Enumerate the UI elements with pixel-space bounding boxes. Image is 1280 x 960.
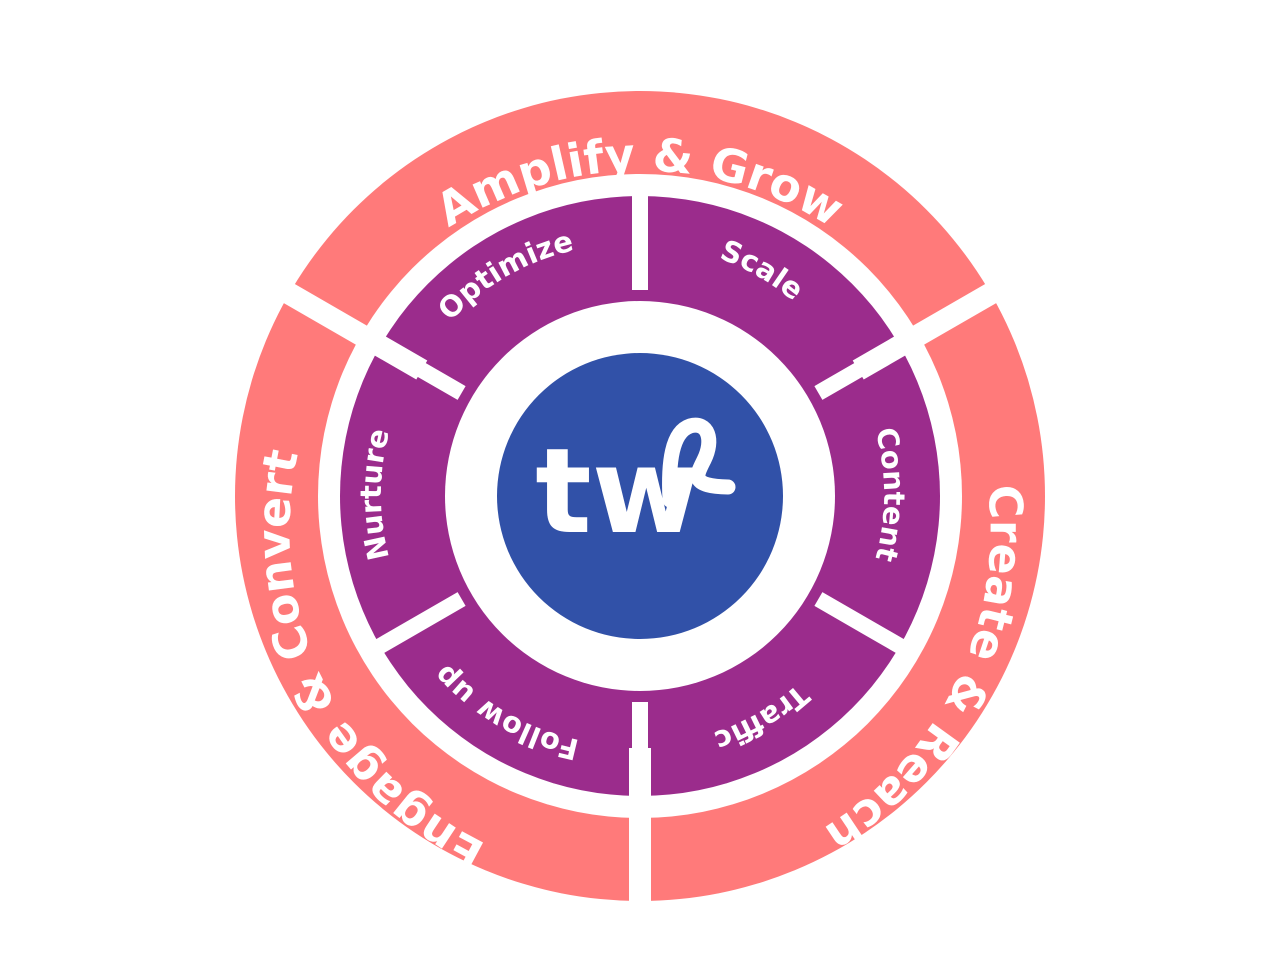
loop-ribbon-icon: [662, 417, 736, 508]
inner-divider-1: [814, 334, 913, 400]
inner-divider-4: [367, 592, 466, 658]
inner-dividers: [367, 186, 913, 806]
center-logo-circle: [497, 353, 783, 639]
inner-divider-2: [814, 592, 913, 658]
inner-divider-5: [367, 334, 466, 400]
